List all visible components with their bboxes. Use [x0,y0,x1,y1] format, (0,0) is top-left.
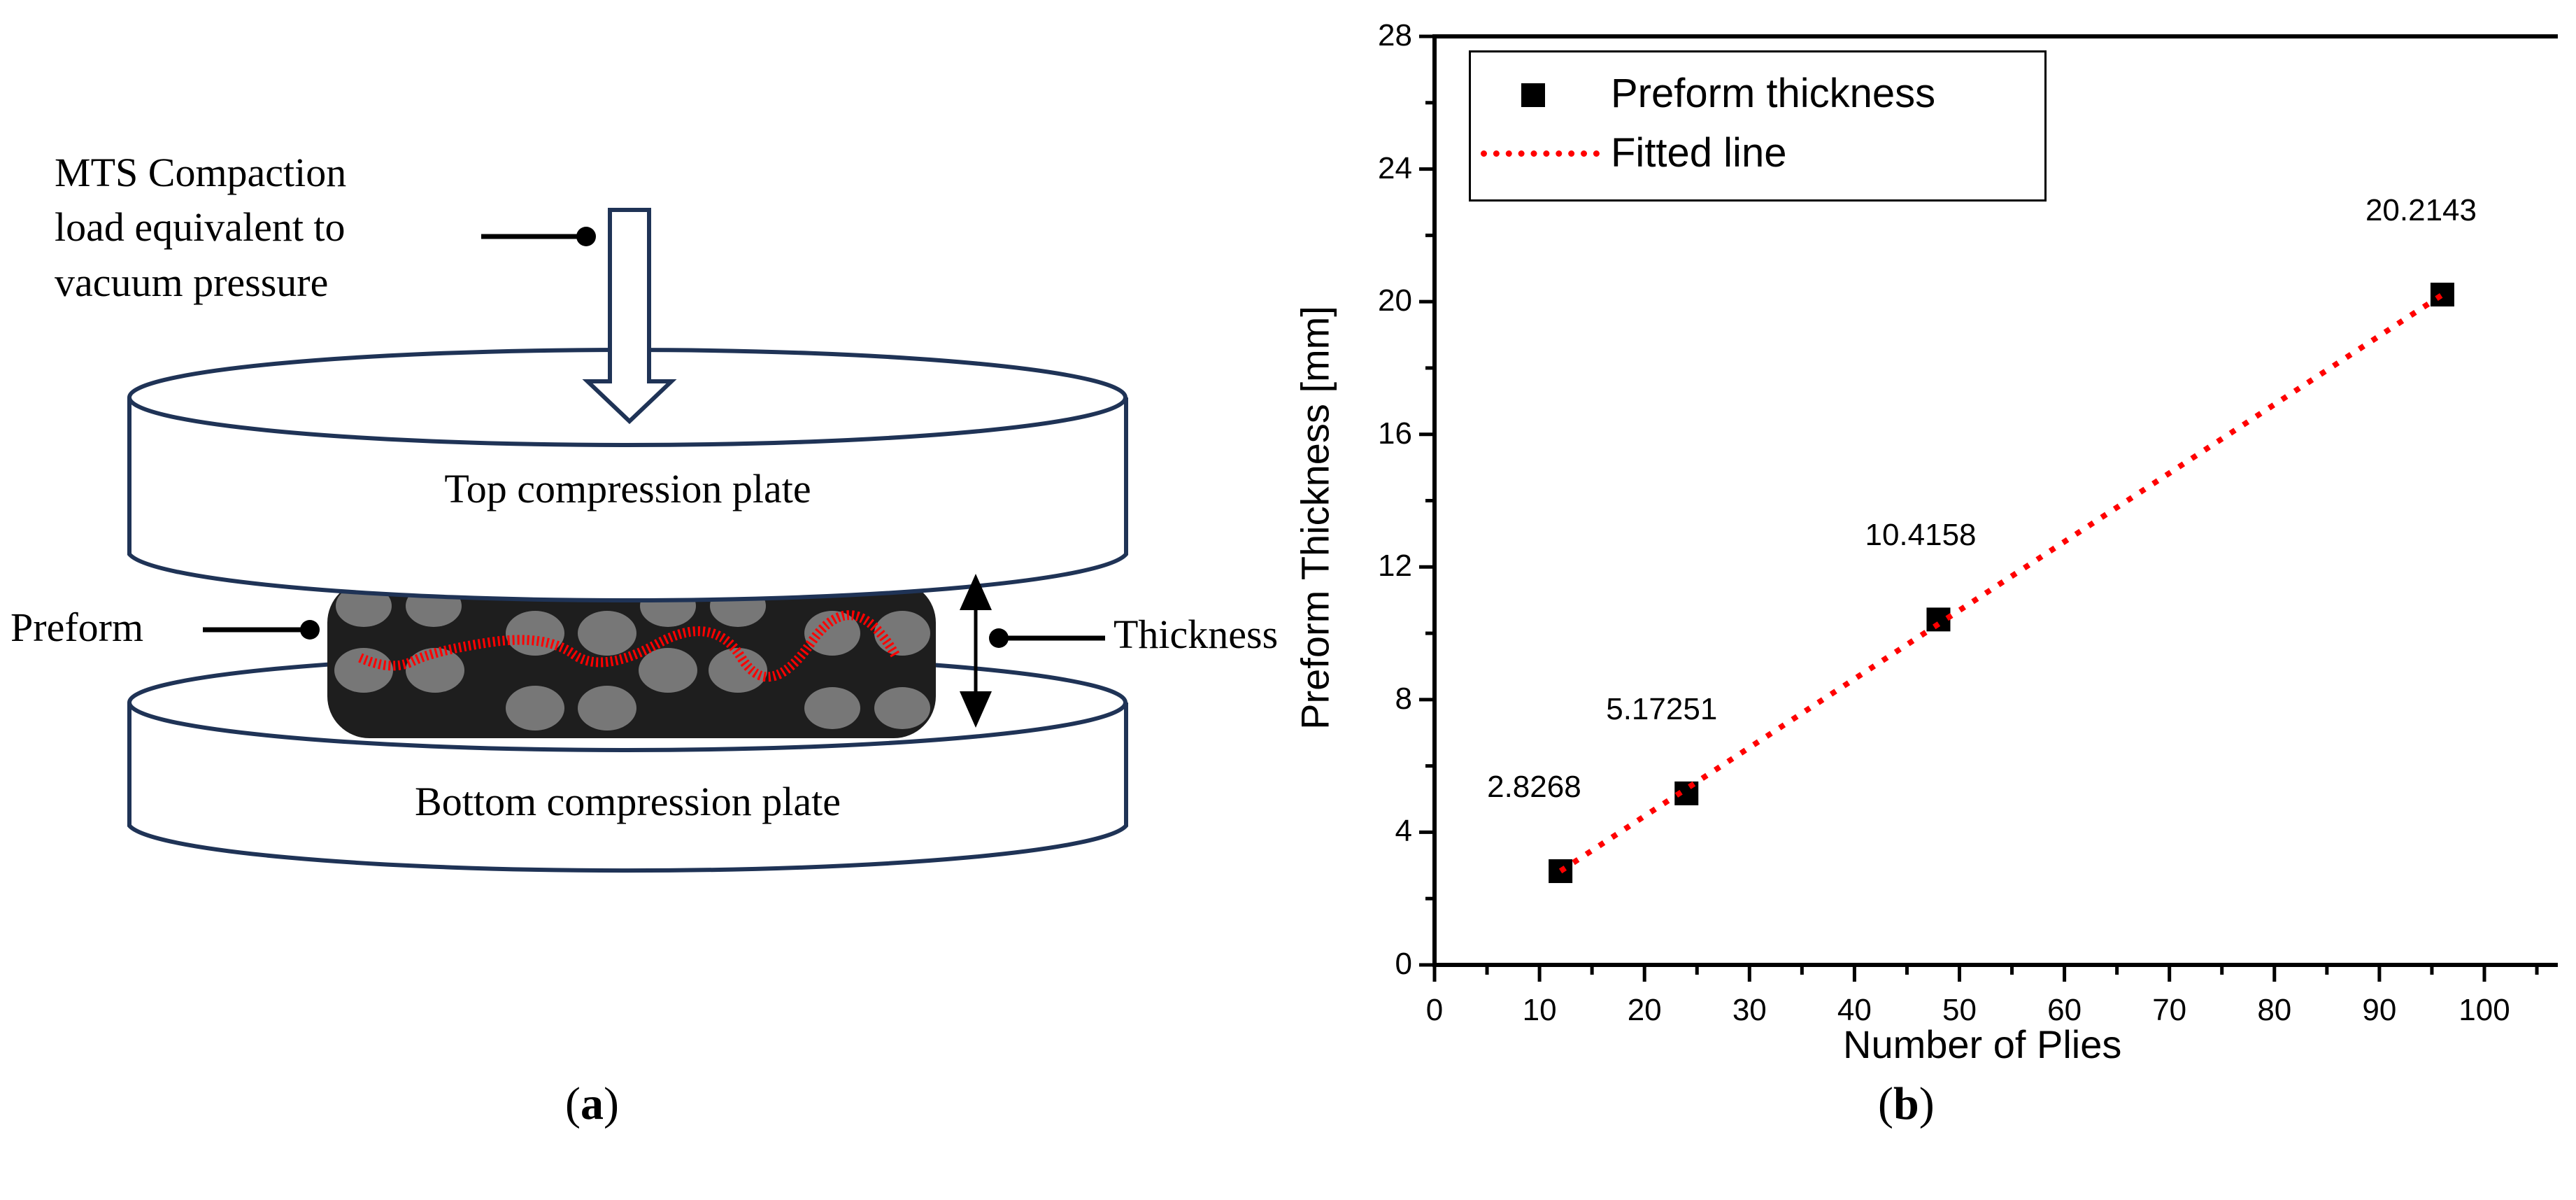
load-label-line-2: load equivalent to [55,204,346,250]
caption-b: (b) [1878,1078,1935,1129]
data-value-label: 20.2143 [2365,192,2477,227]
compaction-diagram [127,208,1128,873]
data-value-label: 5.17251 [1606,691,1718,726]
bottom-plate-label: Bottom compression plate [415,779,841,824]
x-tick-label: 70 [2152,993,2187,1027]
y-tick-label: 0 [1395,947,1412,981]
x-tick-label: 40 [1837,993,1872,1027]
data-point-marker [1926,607,1951,632]
data-point-marker [1549,859,1573,884]
chart-legend: Preform thickness Fitted line [1469,50,2047,202]
data-value-label: 2.8268 [1487,770,1581,805]
y-tick-label: 16 [1378,416,1412,451]
x-tick-label: 10 [1522,993,1557,1027]
y-tick-label: 8 [1395,681,1412,716]
preform-label: Preform [10,605,144,650]
load-label-line-3: vacuum pressure [55,259,329,305]
x-tick-label: 50 [1942,993,1977,1027]
x-tick-label: 0 [1425,993,1444,1027]
y-axis-title: Preform Thickness [mm] [1293,306,1337,730]
top-plate-label: Top compression plate [444,466,811,511]
square-marker-icon [1521,83,1545,107]
y-tick-label: 20 [1378,283,1412,318]
fitted-line [1558,292,2445,874]
y-tick-label: 28 [1378,18,1412,52]
load-arrow-icon [582,208,677,425]
x-tick-label: 30 [1732,993,1767,1027]
x-tick-label: 60 [2047,993,2082,1027]
x-tick-label: 20 [1627,993,1662,1027]
x-tick-label: 90 [2362,993,2397,1027]
x-tick-label: 100 [2458,993,2510,1027]
load-label: MTS Compaction load equivalent to vacuum… [55,146,346,310]
y-tick-label: 4 [1395,814,1412,849]
thickness-label: Thickness [1113,612,1279,657]
y-tick-label: 24 [1378,150,1412,185]
legend-item-fitted: Fitted line [1611,130,1787,176]
data-value-label: 10.4158 [1865,518,1977,553]
y-tick-label: 12 [1378,549,1412,584]
x-axis-title: Number of Plies [1843,1022,2122,1066]
caption-a: (a) [565,1078,619,1129]
x-tick-label: 80 [2257,993,2292,1027]
legend-item-preform: Preform thickness [1611,71,1936,116]
dotted-line-icon [1481,150,1600,157]
load-label-line-1: MTS Compaction [55,150,347,195]
matrix-interface-line [358,610,900,682]
data-point-marker [2430,282,2454,306]
